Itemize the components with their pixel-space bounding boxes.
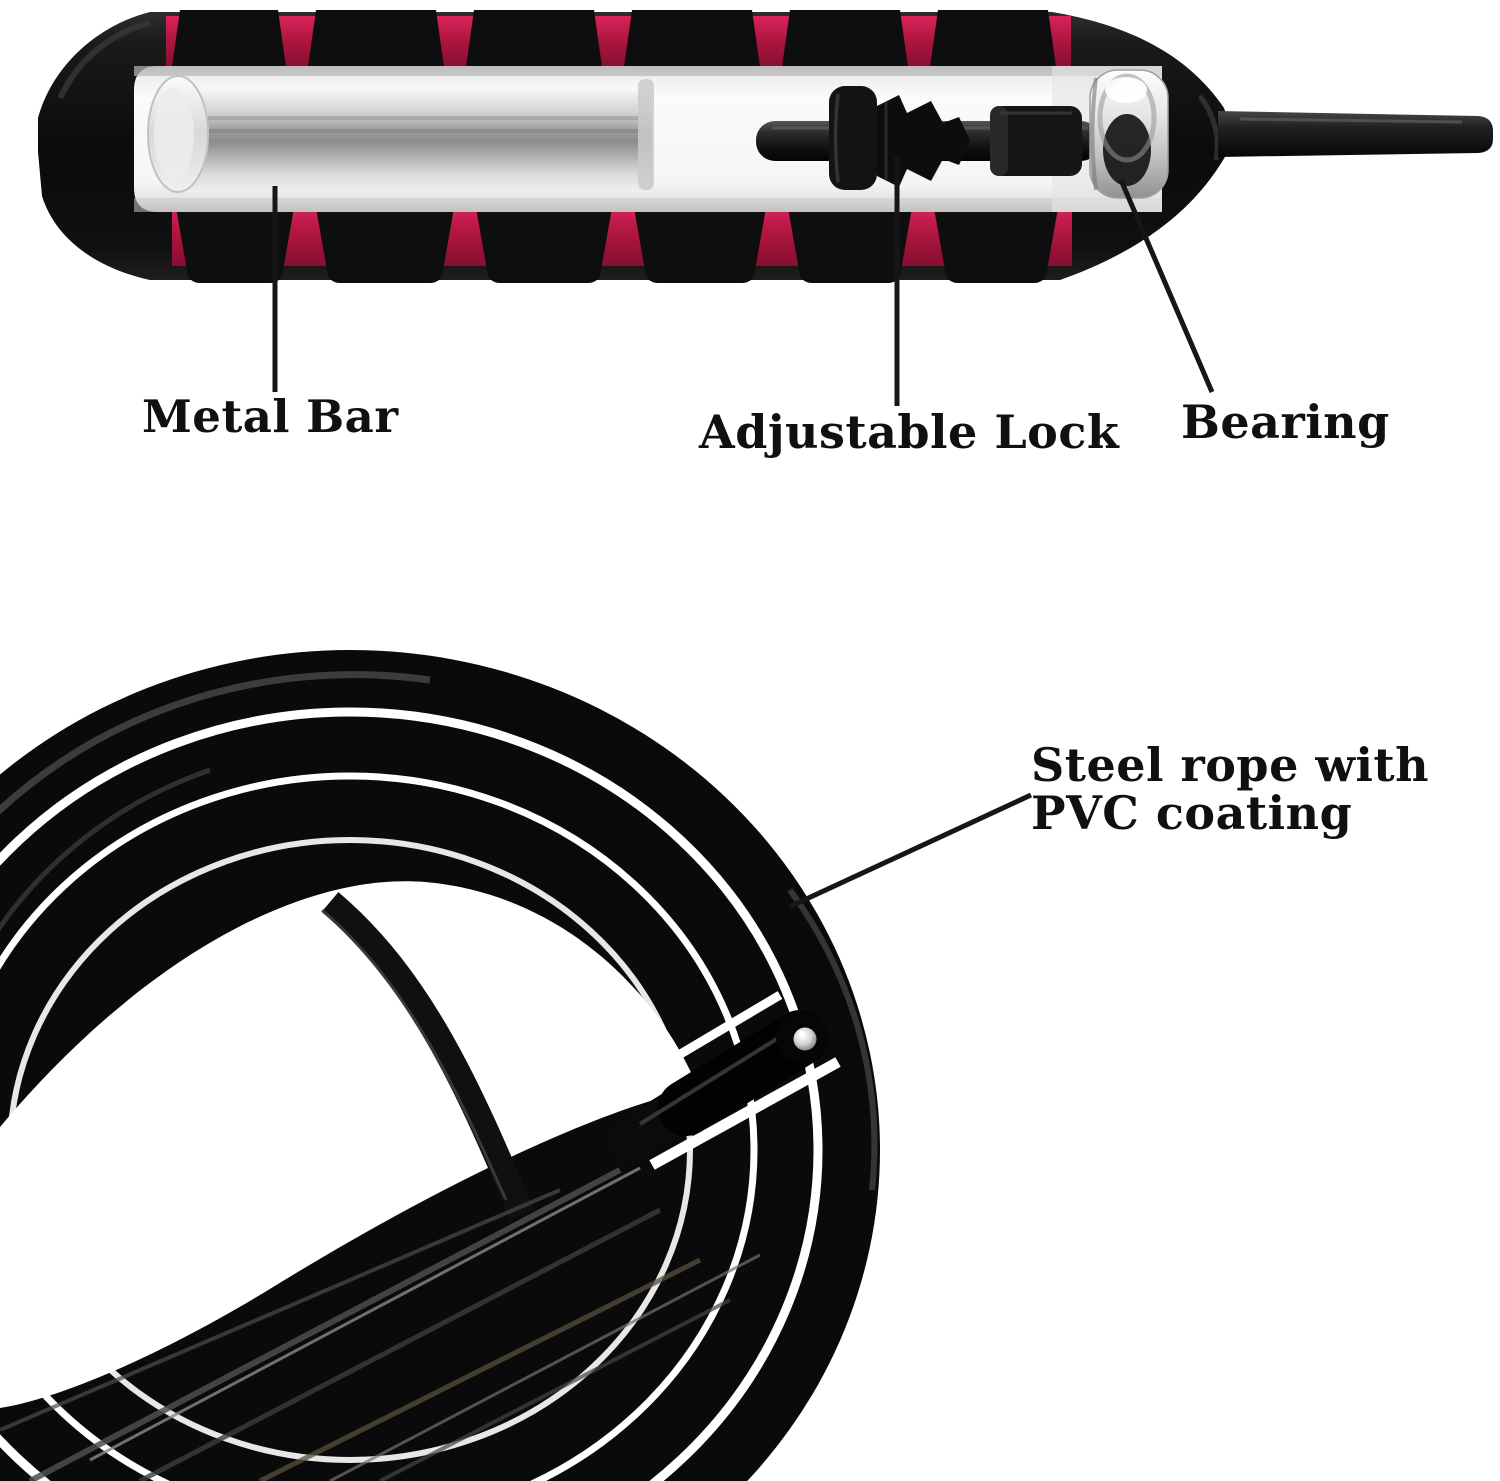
- foam-grip-segment: [308, 10, 444, 67]
- rope-tip-graphic: [605, 991, 841, 1170]
- window-top-shadow: [134, 66, 1162, 76]
- foam-grip-segment: [782, 10, 908, 67]
- rope-tip-cable-end: [793, 1027, 817, 1051]
- steel-cable-graphic: [1218, 111, 1493, 157]
- foam-grip-segment: [934, 208, 1058, 283]
- handle-cutaway-illustration: [38, 10, 1493, 283]
- label-metal-bar: Metal Bar: [142, 390, 399, 443]
- foam-grip-segment: [624, 10, 760, 67]
- foam-grip-segment: [634, 208, 766, 283]
- window-bottom-shadow: [134, 198, 1162, 212]
- foam-grip-segments-top: [172, 10, 1056, 67]
- bearing-graphic: [1089, 69, 1169, 199]
- foam-grip-segment: [476, 208, 612, 283]
- label-steel-rope: Steel rope with PVC coating: [1031, 741, 1451, 840]
- handle-cap-highlight: [57, 20, 151, 100]
- foam-grip-segments-bottom: [176, 208, 1058, 283]
- foam-grip-segment: [316, 208, 454, 283]
- bearing-leader-line: [1118, 179, 1215, 393]
- leader-lines: [272, 157, 1215, 910]
- label-bearing: Bearing: [1181, 395, 1390, 449]
- coil-center-hole: [0, 881, 698, 1408]
- foam-grip-segment: [176, 208, 294, 283]
- label-steel-rope-line1: Steel rope with: [1031, 738, 1430, 792]
- adjustable-lock-graphic: [829, 86, 1082, 190]
- steel-rope-leader-line: [787, 792, 1033, 910]
- metal-bar-graphic: [147, 75, 654, 193]
- cone-rim-highlight: [1197, 94, 1220, 161]
- crossing-strand: [321, 892, 535, 1220]
- rope-coil-graphic: [0, 650, 880, 1481]
- foam-grip-segment: [466, 10, 602, 67]
- label-adjustable-lock: Adjustable Lock: [699, 405, 1120, 459]
- foam-grip-segment: [788, 208, 912, 283]
- label-steel-rope-line2: PVC coating: [1031, 785, 1353, 840]
- foam-grip-segment: [930, 10, 1056, 67]
- foam-grip-segment: [172, 10, 286, 67]
